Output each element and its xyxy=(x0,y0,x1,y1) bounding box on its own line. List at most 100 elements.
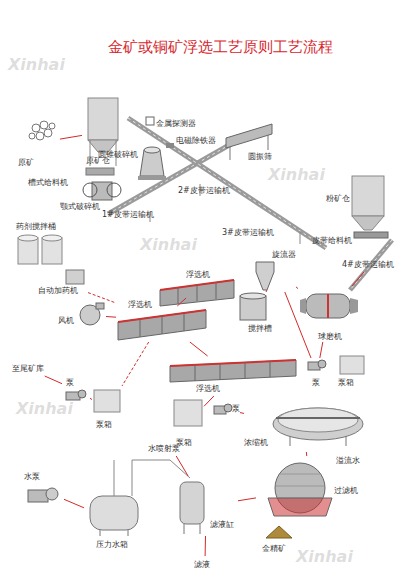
equipment-node: 溢流水 xyxy=(334,454,368,468)
equipment-node: 浮选机 xyxy=(168,356,298,396)
equipment-label: 3#皮带运输机 xyxy=(222,228,274,238)
equipment-label: 浮选机 xyxy=(128,300,152,310)
equipment-label: 金属探测器 xyxy=(156,119,196,129)
equipment-node: 浮选机 xyxy=(116,298,208,342)
equipment-label: 原矿 xyxy=(18,158,34,168)
equipment-label: 球磨机 xyxy=(318,332,342,342)
equipment-label: 泵 xyxy=(232,404,240,414)
equipment-node: 水泵 xyxy=(20,470,64,510)
equipment-node: 浮选机 xyxy=(158,270,236,306)
equipment-node: 药剂搅拌桶 xyxy=(14,220,72,268)
equipment-label: 旋流器 xyxy=(272,250,296,260)
pipe-line xyxy=(204,396,214,406)
pipe-line xyxy=(177,298,186,306)
equipment-node: 搅拌槽 xyxy=(236,290,278,334)
equipment-label: 浮选机 xyxy=(186,270,210,280)
pipe-line xyxy=(64,499,84,508)
equipment-label: 2#皮带运输机 xyxy=(178,186,230,196)
equipment-label: 浓缩机 xyxy=(244,438,268,448)
equipment-node: 至尾矿库 xyxy=(10,362,48,376)
equipment-node: 槽式给料机 xyxy=(24,168,116,190)
equipment-label: 泵箱 xyxy=(338,378,354,388)
pipe-line xyxy=(106,316,116,318)
flotation-bank-lower xyxy=(170,360,296,382)
equipment-label: 搅拌槽 xyxy=(248,324,272,334)
equipment-node: 旋流器 xyxy=(254,248,298,292)
metal-detector-icon xyxy=(146,117,154,125)
equipment-label: 1#皮带运输机 xyxy=(102,210,154,220)
equipment-label: 滤液缸 xyxy=(210,520,234,530)
equipment-node: 泵 xyxy=(212,400,244,420)
water-pump xyxy=(28,488,58,502)
equipment-node: 2#皮带运输机 xyxy=(176,184,234,198)
equipment-node: 泵 xyxy=(62,376,90,404)
equipment-label: 过滤机 xyxy=(334,486,358,496)
pipe-line xyxy=(352,272,364,286)
jaw-crusher xyxy=(83,182,121,200)
watermark: Xinhai xyxy=(8,56,65,74)
pipe-line xyxy=(320,342,323,358)
trough-feeder xyxy=(86,168,114,175)
equipment-label: 4#皮带运输机 xyxy=(342,260,394,270)
equipment-label: 浮选机 xyxy=(196,384,220,394)
equipment-node: 1#皮带运输机 xyxy=(100,208,158,222)
blower xyxy=(80,303,104,325)
equipment-node: 压力水箱 xyxy=(84,490,146,552)
equipment-label: 泵箱 xyxy=(96,420,112,430)
equipment-label: 皮带给料机 xyxy=(312,236,352,246)
equipment-node: 金属探测器 xyxy=(144,114,200,132)
pipe-line xyxy=(90,398,92,399)
equipment-label: 圆锥破碎机 xyxy=(98,150,138,160)
equipment-label: 溢流水 xyxy=(336,456,360,466)
equipment-node: 泵 xyxy=(306,358,328,388)
concentrate-pile xyxy=(266,526,292,538)
equipment-label: 风机 xyxy=(58,316,74,326)
filtrate-tank xyxy=(180,482,204,534)
equipment-label: 金精矿 xyxy=(262,544,286,554)
pipe-line xyxy=(266,290,267,292)
pipe-line xyxy=(88,293,116,303)
drum-filter xyxy=(268,463,332,516)
watermark: Xinhai xyxy=(16,400,73,418)
magnet-icon xyxy=(166,143,174,148)
equipment-node: 滤液 xyxy=(192,556,218,572)
equipment-label: 水喷射泵 xyxy=(148,444,180,454)
flotation-bank-upper xyxy=(160,280,234,306)
equipment-node: 泵箱 xyxy=(92,386,124,432)
flotation-bank-middle xyxy=(118,310,206,340)
diagram-title: 金矿或铜矿浮选工艺原则工艺流程 xyxy=(108,38,333,56)
equipment-node: 风机 xyxy=(56,300,106,330)
pipe-line xyxy=(176,456,188,476)
equipment-node: 粉矿仓 xyxy=(322,176,388,232)
thickener xyxy=(273,408,363,446)
reagent-tanks xyxy=(18,235,62,264)
equipment-label: 泵 xyxy=(66,378,74,388)
equipment-label: 自动加药机 xyxy=(38,286,78,296)
watermark: Xinhai xyxy=(268,166,325,184)
equipment-node: 4#皮带运输机 xyxy=(340,258,400,272)
equipment-label: 药剂搅拌桶 xyxy=(16,222,56,232)
equipment-node: 水喷射泵 xyxy=(146,442,198,456)
equipment-label: 电磁除铁器 xyxy=(176,136,216,146)
equipment-label: 压力水箱 xyxy=(96,540,128,550)
watermark: Xinhai xyxy=(296,548,353,566)
equipment-node: 自动加药机 xyxy=(36,268,88,298)
equipment-label: 槽式给料机 xyxy=(28,178,68,188)
hydrocyclone xyxy=(256,262,274,290)
ore-pile xyxy=(29,121,55,140)
agitation-tank xyxy=(240,293,266,320)
equipment-label: 颚式破碎机 xyxy=(60,202,100,212)
pipe-line xyxy=(238,498,256,501)
pipe-line xyxy=(285,292,311,358)
cone-crusher xyxy=(138,147,166,180)
equipment-label: 水泵 xyxy=(24,472,40,482)
equipment-label: 滤液 xyxy=(194,560,210,570)
dosing-machine xyxy=(66,270,84,284)
equipment-node: 圆锥破碎机 xyxy=(96,140,166,180)
equipment-label: 圆振筛 xyxy=(248,152,272,162)
pipe-line xyxy=(240,412,244,414)
equipment-node: 颚式破碎机 xyxy=(58,180,120,214)
equipment-node: 过滤机 xyxy=(256,456,366,522)
pipe-line xyxy=(45,376,62,384)
